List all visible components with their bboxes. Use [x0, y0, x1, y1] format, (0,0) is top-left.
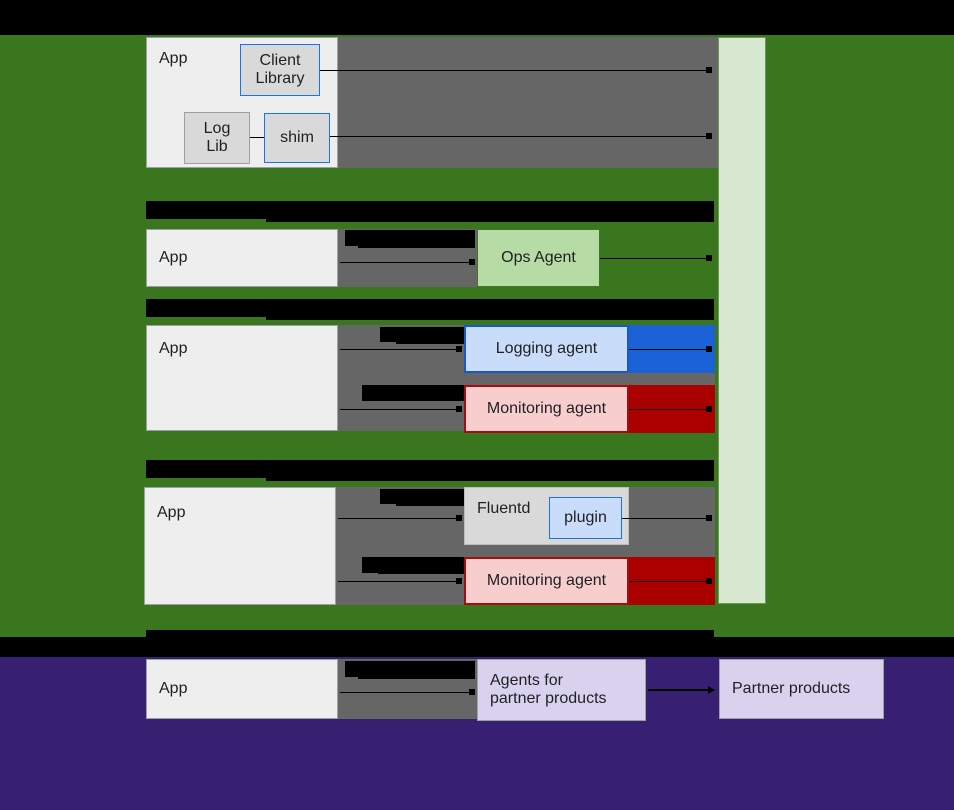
- monitoring-agent-box-2[interactable]: Monitoring agent: [464, 557, 629, 605]
- app-to-monitoring-agent-2-line: [338, 581, 460, 582]
- section2-app-label: App: [159, 248, 188, 266]
- section2-app-box[interactable]: App: [146, 229, 338, 287]
- logging-agent-box[interactable]: Logging agent: [464, 325, 629, 373]
- client-library-to-sink-endpoint: [706, 67, 712, 73]
- client-library-box[interactable]: Client Library: [240, 44, 320, 96]
- shim-to-sink-endpoint: [706, 133, 712, 139]
- partner-products-label: Partner products: [732, 679, 851, 697]
- app-to-ops-agent-endpoint: [469, 259, 475, 265]
- redacted-label-9: [146, 630, 714, 644]
- monitoring-agent-box[interactable]: Monitoring agent: [464, 385, 629, 433]
- app-to-ops-agent-line: [340, 262, 472, 263]
- section3-app-box[interactable]: App: [146, 325, 338, 431]
- section3-app-label: App: [159, 340, 188, 357]
- shim-to-sink-line: [330, 136, 710, 137]
- redacted-channel-label-4b: [396, 338, 530, 344]
- redacted-channel-label-8b: [378, 568, 515, 574]
- app-to-logging-agent-line: [340, 349, 460, 350]
- section1-app-label: App: [159, 50, 188, 67]
- log-lib-box[interactable]: Log Lib: [184, 112, 250, 164]
- section5-app-label: App: [159, 679, 188, 697]
- redacted-label-3b: [266, 312, 714, 320]
- shim-label: shim: [280, 128, 314, 146]
- observability-backend-bar[interactable]: [718, 37, 766, 604]
- section4-app-label: App: [157, 504, 186, 521]
- monitoring-agent-2-to-sink-line: [629, 581, 711, 582]
- partner-agents-to-products-arrow: [708, 686, 715, 694]
- app-to-monitoring-agent-2-endpoint: [456, 578, 462, 584]
- logging-agent-label: Logging agent: [495, 339, 598, 357]
- shim-box[interactable]: shim: [264, 113, 330, 163]
- fluentd-label: Fluentd: [477, 500, 531, 517]
- section5-app-box[interactable]: App: [146, 659, 338, 719]
- log-lib-to-shim-line: [250, 137, 264, 138]
- plugin-to-sink-line: [622, 518, 711, 519]
- app-to-monitoring-agent-endpoint: [456, 406, 462, 412]
- app-to-fluentd-endpoint: [456, 515, 462, 521]
- redacted-label-1b: [266, 214, 714, 222]
- client-library-to-sink-line: [320, 70, 710, 71]
- monitoring-agent-2-to-sink-endpoint: [706, 578, 712, 584]
- section1-channel: [337, 37, 718, 168]
- app-to-logging-agent-endpoint: [456, 346, 462, 352]
- plugin-box[interactable]: plugin: [549, 497, 622, 539]
- partner-agents-box[interactable]: Agents for partner products: [477, 659, 646, 721]
- plugin-label: plugin: [564, 508, 607, 526]
- logging-agent-to-sink-endpoint: [706, 346, 712, 352]
- ops-agent-label: Ops Agent: [501, 248, 576, 266]
- redacted-channel-label-10b: [358, 673, 475, 679]
- app-to-partner-agents-endpoint: [469, 689, 475, 695]
- ops-agent-box[interactable]: Ops Agent: [477, 229, 600, 287]
- partner-agents-label: Agents for partner products: [490, 671, 607, 707]
- top-black-band: [0, 0, 954, 35]
- monitoring-agent-2-label: Monitoring agent: [486, 571, 607, 589]
- section4-app-box[interactable]: App: [144, 487, 336, 605]
- log-lib-label: Log Lib: [203, 119, 231, 155]
- ops-agent-to-sink-line: [600, 258, 710, 259]
- partner-agents-to-products-line: [648, 689, 710, 691]
- redacted-label-6b: [266, 473, 714, 481]
- redacted-channel-label-7b: [396, 500, 530, 506]
- monitoring-agent-label: Monitoring agent: [486, 399, 607, 417]
- monitoring-agent-to-sink-line: [629, 409, 711, 410]
- redacted-channel-label-2b: [358, 242, 475, 248]
- plugin-to-sink-endpoint: [706, 515, 712, 521]
- monitoring-agent-to-sink-endpoint: [706, 406, 712, 412]
- app-to-monitoring-agent-line: [340, 409, 460, 410]
- app-to-fluentd-line: [338, 518, 460, 519]
- partner-products-box[interactable]: Partner products: [719, 659, 884, 719]
- app-to-partner-agents-line: [340, 692, 472, 693]
- ops-agent-to-sink-endpoint: [706, 255, 712, 261]
- logging-agent-to-sink-line: [629, 349, 711, 350]
- client-library-label: Client Library: [255, 51, 305, 87]
